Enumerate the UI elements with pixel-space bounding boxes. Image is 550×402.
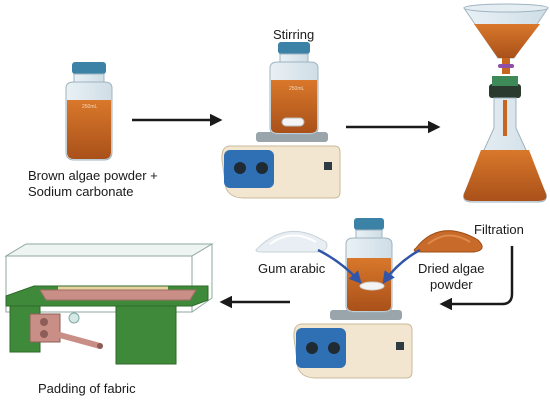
gum-arabic-label: Gum arabic xyxy=(258,261,326,276)
stirring-bottle: 250mL xyxy=(269,42,319,135)
filtration-label: Filtration xyxy=(474,222,524,237)
stirring-label: Stirring xyxy=(273,27,314,42)
arrow-to-mixing xyxy=(439,246,514,311)
filtration-setup xyxy=(463,3,549,203)
dried-algae-label-line1: Dried algae xyxy=(418,261,485,276)
magnetic-stirrer-2 xyxy=(293,310,413,379)
gum-arabic-pile xyxy=(255,230,328,253)
dried-algae-pile xyxy=(413,230,483,253)
reagent-bottle: 250mL xyxy=(65,62,113,161)
dried-algae-label-line2: powder xyxy=(430,277,473,292)
mixing-bottle xyxy=(345,218,393,313)
caption-algae-line1: Brown algae powder + xyxy=(28,168,158,183)
magnetic-stirrer xyxy=(221,132,341,199)
caption-algae-line2: Sodium carbonate xyxy=(28,184,134,199)
arrow-algae-to-bottle xyxy=(382,248,421,285)
padding-label: Padding of fabric xyxy=(38,381,136,396)
bottle-volume-label-2: 250mL xyxy=(289,86,305,92)
bottle-volume-label: 250mL xyxy=(82,104,98,110)
padding-machine xyxy=(4,243,214,365)
arrow-gum-to-bottle xyxy=(317,248,362,284)
